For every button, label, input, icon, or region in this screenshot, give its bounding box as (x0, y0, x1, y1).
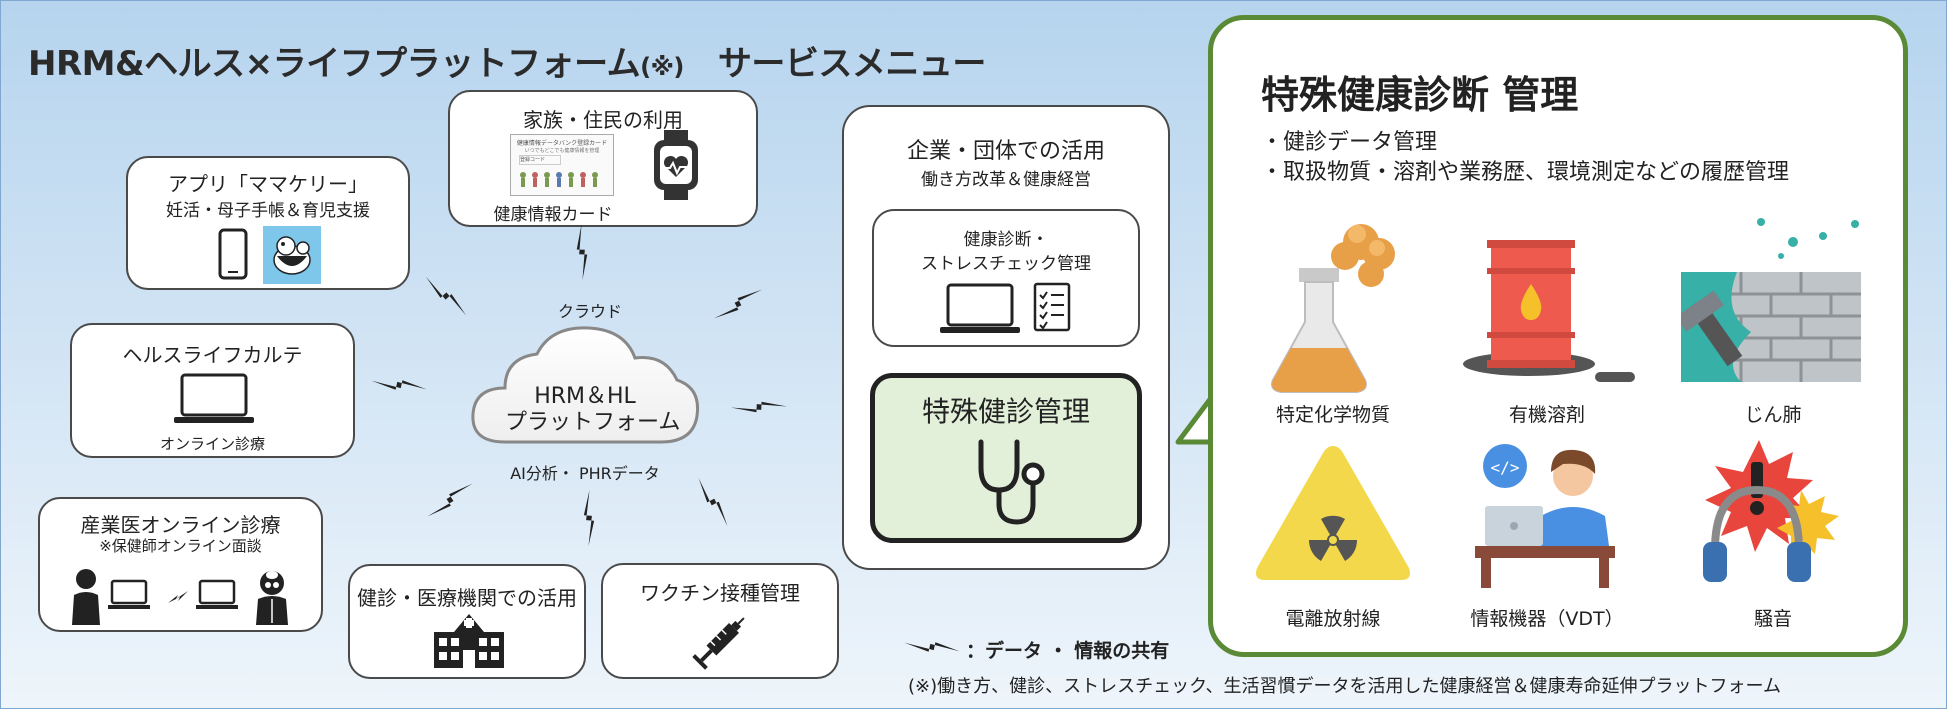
radiation-icon (1256, 446, 1410, 580)
syringe-icon (692, 617, 745, 670)
vaccine-box: ワクチン接種管理 (601, 563, 839, 679)
family-box: 家族・住民の利用 健康情報データバンク登録カード いつでもどこでも健康情報を管理… (448, 90, 758, 227)
bolt-karte (371, 380, 427, 390)
cloud-line1: HRM＆HL (534, 384, 636, 409)
health-card-image: 健康情報データバンク登録カード いつでもどこでも健康情報を管理 登録コード (510, 134, 614, 196)
cloud-top-label: クラウド (557, 302, 622, 321)
item-label-vdt: 情報機器（VDT） (1470, 608, 1624, 630)
stress-check-box: 健康診断・ ストレスチェック管理 (872, 209, 1140, 347)
smartwatch-icon (654, 130, 698, 200)
footnote: (※)働き方、健診、ストレスチェック、生活習慣データを活用した健康経営＆健康寿命… (908, 676, 1781, 697)
cloud-shape (471, 326, 700, 444)
sangyoui-subtitle: ※保健師オンライン面談 (99, 537, 262, 555)
special-checkup-panel: 特殊健康診断 管理 ・健診データ管理 ・取扱物質・溶剤や業務歴、環境測定などの履… (1208, 15, 1908, 657)
item-label-chemical: 特定化学物質 (1275, 404, 1390, 426)
flask-icon (1271, 224, 1395, 393)
special-checkup-box: 特殊健診管理 (870, 373, 1142, 543)
card-code-field: 登録コード (519, 155, 561, 165)
svg-text:</>: </> (1491, 458, 1520, 477)
karte-caption: オンライン診療 (159, 435, 265, 453)
cloud-bottom-label: AI分析・ PHRデータ (510, 464, 660, 483)
legend-bolt-icon (904, 642, 960, 652)
brick-wall-icon (1681, 218, 1861, 382)
laptop-icon-2 (940, 283, 1020, 333)
mamakely-box: アプリ「ママケリー」 妊活・母子手帳＆育児支援 (126, 156, 410, 290)
stethoscope-icon (978, 439, 1045, 525)
hospital-icon (434, 614, 504, 668)
bolt-sangyoui (427, 483, 473, 517)
noise-headphones-icon (1703, 440, 1839, 582)
laptop-icon (174, 373, 254, 423)
corp-box: 企業・団体での活用 働き方改革＆健康経営 健康診断・ ストレスチェック管理 特殊… (842, 105, 1170, 570)
vdt-worker-icon: </> (1475, 444, 1615, 588)
kenshin-box: 健診・医療機関での活用 (348, 564, 586, 679)
family-card-caption: 健康情報カード (493, 205, 613, 225)
title-sub: サービスメニュー (717, 44, 987, 84)
karte-title: ヘルスライフカルテ (122, 343, 303, 367)
title-main: HRM&ヘルス×ライフプラットフォーム (28, 44, 641, 84)
item-label-pneumoconiosis: じん肺 (1744, 404, 1802, 426)
corp-subtitle: 働き方改革＆健康経営 (921, 170, 1091, 190)
card-sub: いつでもどこでも健康情報を管理 (524, 148, 600, 154)
mamakely-title: アプリ「ママケリー」 (168, 172, 368, 196)
online-consultation-icon (72, 569, 288, 625)
sangyoui-box: 産業医オンライン診療 ※保健師オンライン面談 (38, 497, 323, 632)
bolt-corp (713, 289, 763, 319)
stress-line2: ストレスチェック管理 (921, 254, 1091, 274)
bolt-kenshin (583, 489, 595, 547)
mamakely-subtitle: 妊活・母子手帳＆育児支援 (166, 201, 370, 221)
barrel-icon (1463, 240, 1635, 382)
title-note: (※) (640, 53, 684, 81)
panel-title: 特殊健康診断 管理 (1261, 73, 1579, 117)
card-people-icon (520, 172, 598, 187)
legend-text: ：データ ・ 情報の共有 (966, 640, 1170, 662)
cloud-line2: プラットフォーム (505, 410, 681, 435)
vaccine-title: ワクチン接種管理 (640, 581, 800, 605)
page-title: HRM&ヘルス×ライフプラットフォーム(※) サービスメニュー (28, 36, 986, 85)
checklist-icon (1033, 282, 1071, 332)
card-title: 健康情報データバンク登録カード (516, 140, 608, 147)
bolt-special (730, 401, 788, 413)
sangyoui-title: 産業医オンライン診療 (80, 513, 281, 537)
bolt-mamakely (425, 276, 467, 316)
panel-bullet2: ・取扱物質・溶剤や業務歴、環境測定などの履歴管理 (1261, 160, 1790, 185)
corp-title: 企業・団体での活用 (906, 139, 1105, 164)
bolt-family (576, 224, 588, 280)
special-checkup-label: 特殊健診管理 (921, 395, 1090, 428)
smartphone-icon (218, 228, 248, 280)
family-title: 家族・住民の利用 (523, 108, 683, 132)
kenshin-title: 健診・医療機関での活用 (357, 586, 577, 610)
stress-line1: 健康診断・ (963, 230, 1049, 250)
item-label-noise: 騒音 (1753, 608, 1792, 630)
panel-bullet1: ・健診データ管理 (1261, 130, 1438, 155)
bolt-vaccine (698, 477, 728, 527)
mascot-icon (263, 226, 321, 284)
item-label-radiation: 電離放射線 (1285, 608, 1381, 630)
karte-box: ヘルスライフカルテ オンライン診療 (70, 323, 355, 458)
item-label-solvent: 有機溶剤 (1508, 404, 1585, 426)
